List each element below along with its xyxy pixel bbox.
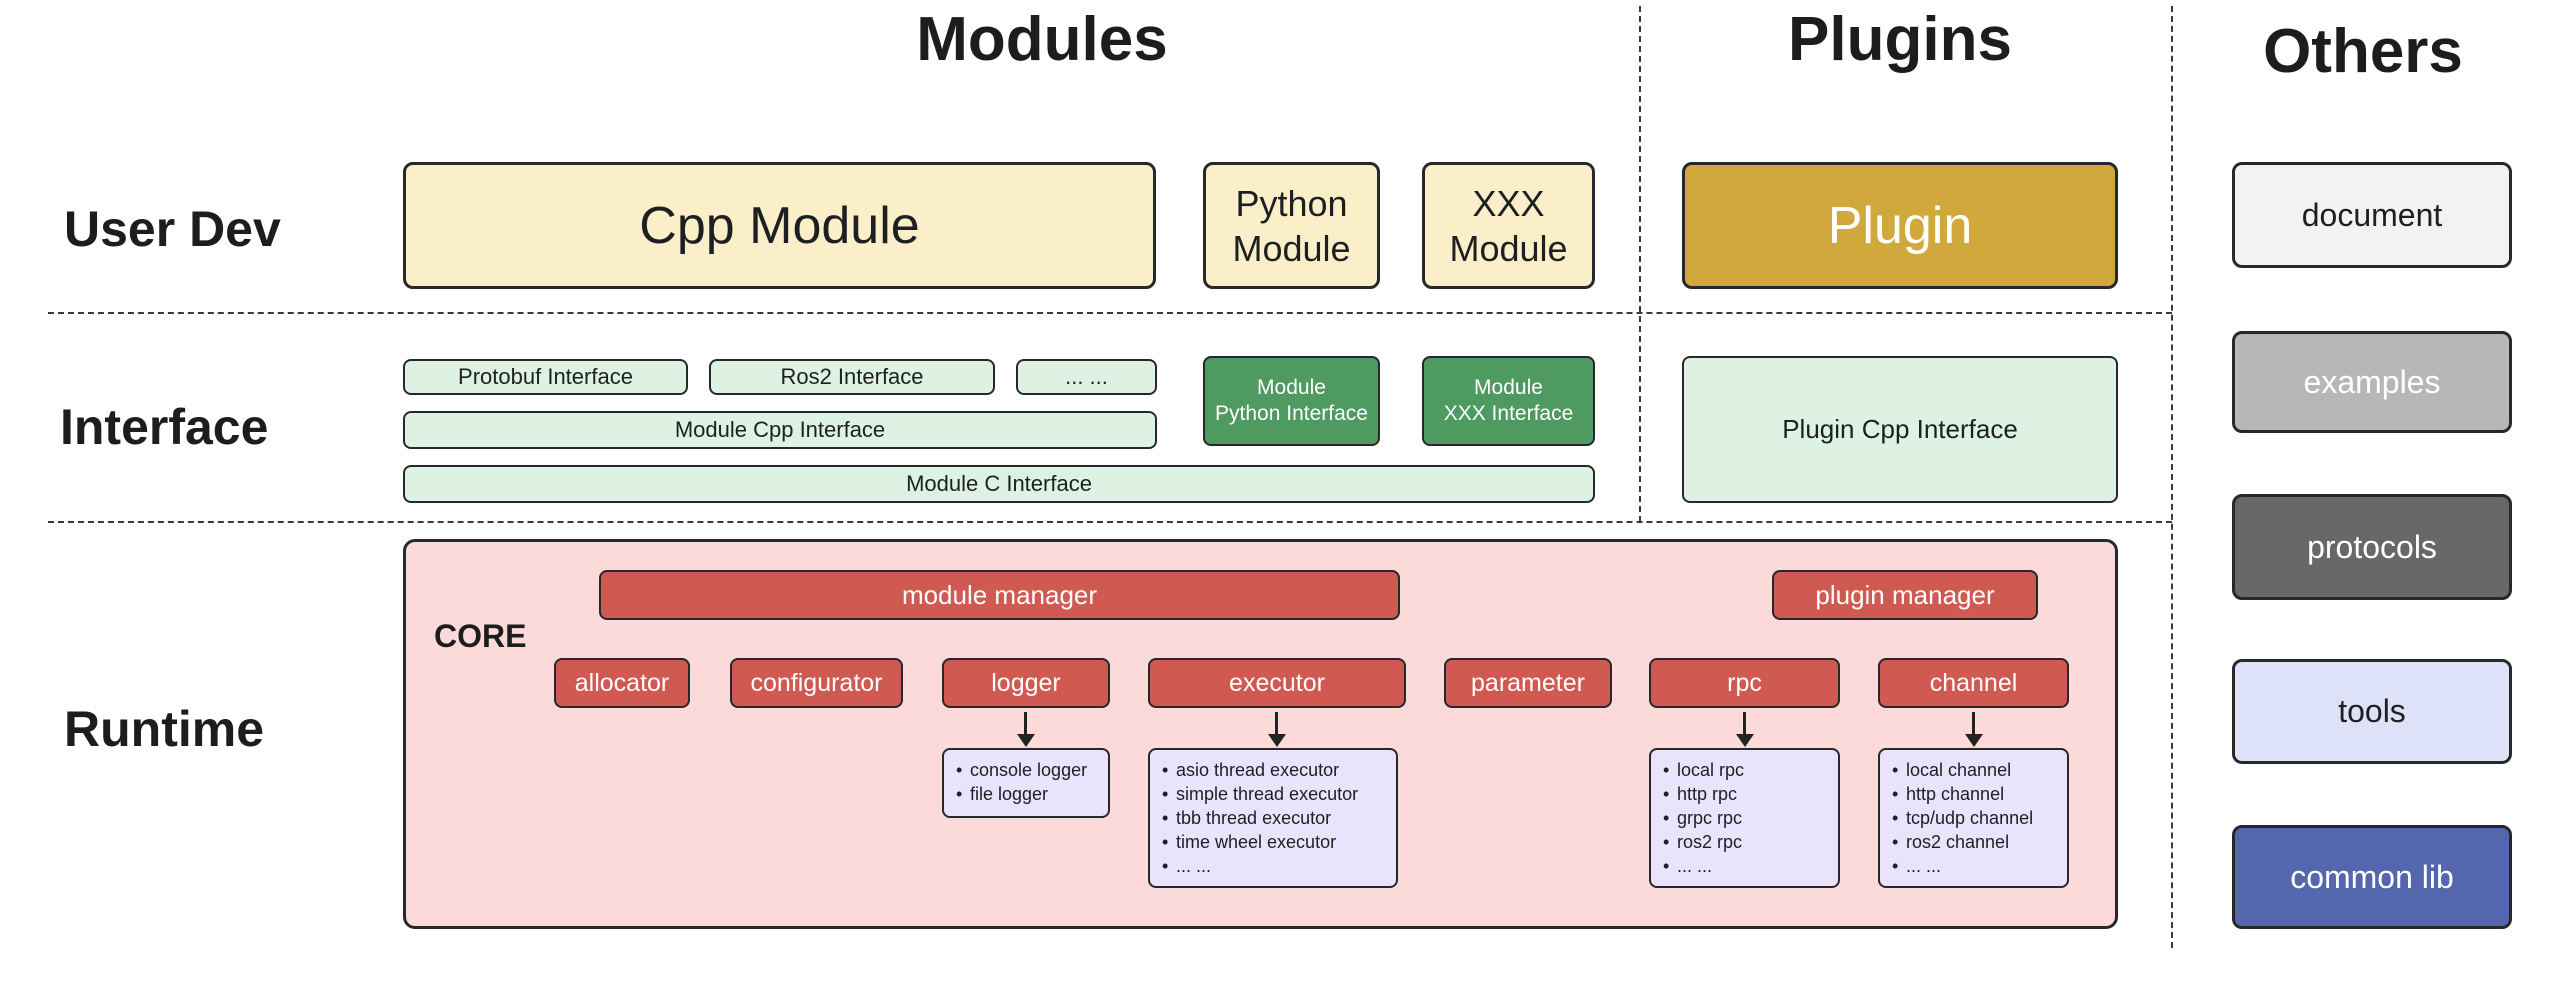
channel-component: channel xyxy=(1878,658,2069,708)
list-item: http rpc xyxy=(1659,782,1744,806)
plugin-cpp-interface-box: Plugin Cpp Interface xyxy=(1682,356,2118,503)
xxx-module-box: XXX Module xyxy=(1422,162,1595,289)
list-item: http channel xyxy=(1888,782,2033,806)
module-cpp-interface-box: Module Cpp Interface xyxy=(403,411,1157,449)
plugin-box: Plugin xyxy=(1682,162,2118,289)
list-item: simple thread executor xyxy=(1158,782,1358,806)
plugin-manager-bar: plugin manager xyxy=(1772,570,2038,620)
down-arrow-icon xyxy=(1743,712,1746,734)
interface-row-label: Interface xyxy=(60,399,269,455)
others-column-header: Others xyxy=(2263,17,2463,86)
modules-column-header: Modules xyxy=(916,5,1168,74)
others-protocols-box: protocols xyxy=(2232,494,2512,600)
ros2-interface-box: Ros2 Interface xyxy=(709,359,995,395)
protobuf-interface-box: Protobuf Interface xyxy=(403,359,688,395)
module-c-interface-box: Module C Interface xyxy=(403,465,1595,503)
down-arrow-icon xyxy=(1275,712,1278,734)
userdev-interface-divider xyxy=(48,312,2172,314)
down-arrow-icon xyxy=(1024,712,1027,734)
others-common-lib-box: common lib xyxy=(2232,825,2512,929)
others-document-box: document xyxy=(2232,162,2512,268)
logger-impl-list: console logger file logger xyxy=(942,748,1110,818)
list-item: ... ... xyxy=(1659,854,1744,878)
list-item: ... ... xyxy=(1888,854,2033,878)
down-arrow-icon xyxy=(1972,712,1975,734)
module-xxx-interface-box: Module XXX Interface xyxy=(1422,356,1595,446)
core-label: CORE xyxy=(434,618,527,654)
list-item: file logger xyxy=(952,782,1087,806)
channel-impl-list: local channel http channel tcp/udp chann… xyxy=(1878,748,2069,888)
runtime-row-label: Runtime xyxy=(64,701,264,757)
list-item: ros2 channel xyxy=(1888,830,2033,854)
list-item: local channel xyxy=(1888,758,2033,782)
list-item: console logger xyxy=(952,758,1087,782)
user-dev-row-label: User Dev xyxy=(64,201,281,257)
list-item: ros2 rpc xyxy=(1659,830,1744,854)
module-python-interface-box: Module Python Interface xyxy=(1203,356,1380,446)
configurator-component: configurator xyxy=(730,658,903,708)
plugins-column-header: Plugins xyxy=(1788,5,2012,74)
rpc-component: rpc xyxy=(1649,658,1840,708)
list-item: time wheel executor xyxy=(1158,830,1358,854)
executor-impl-list: asio thread executor simple thread execu… xyxy=(1148,748,1398,888)
python-module-box: Python Module xyxy=(1203,162,1380,289)
list-item: asio thread executor xyxy=(1158,758,1358,782)
more-interfaces-box: ... ... xyxy=(1016,359,1157,395)
allocator-component: allocator xyxy=(554,658,690,708)
module-manager-bar: module manager xyxy=(599,570,1400,620)
interface-runtime-divider xyxy=(48,521,2172,523)
others-examples-box: examples xyxy=(2232,331,2512,433)
plugins-others-divider xyxy=(2171,6,2173,948)
executor-component: executor xyxy=(1148,658,1406,708)
rpc-impl-list: local rpc http rpc grpc rpc ros2 rpc ...… xyxy=(1649,748,1840,888)
parameter-component: parameter xyxy=(1444,658,1612,708)
list-item: tbb thread executor xyxy=(1158,806,1358,830)
others-tools-box: tools xyxy=(2232,659,2512,764)
modules-plugins-divider xyxy=(1639,6,1641,522)
list-item: tcp/udp channel xyxy=(1888,806,2033,830)
list-item: local rpc xyxy=(1659,758,1744,782)
logger-component: logger xyxy=(942,658,1110,708)
list-item: grpc rpc xyxy=(1659,806,1744,830)
list-item: ... ... xyxy=(1158,854,1358,878)
cpp-module-box: Cpp Module xyxy=(403,162,1156,289)
